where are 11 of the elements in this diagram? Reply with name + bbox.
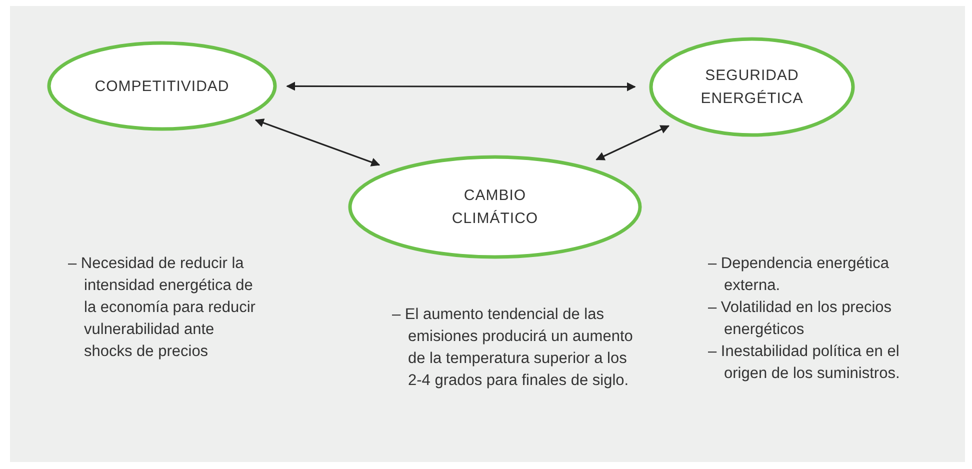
node-label: COMPETITIVIDAD <box>94 76 230 96</box>
bullet-text: – Necesidad de reducir la intensidad energética de la economía para reducir vulnerabilidad ante shocks de precios <box>68 254 256 362</box>
double-arrow <box>254 118 380 166</box>
double-arrow <box>596 125 670 160</box>
node-label: SEGURIDAD ENERGÉTICA <box>700 66 804 109</box>
bullet-text: – Volatilidad en los precios energéticos <box>708 298 893 340</box>
node-label: CAMBIO CLIMÁTICO <box>450 186 540 229</box>
bullet-text: – Inestabilidad política en el origen de los suministros. <box>708 342 901 384</box>
double-arrow <box>286 82 636 92</box>
bullet-text: – El aumento tendencial de las emisiones producirá un aumento de la temperatura superior a los 2-4 grados para finales de siglo. <box>392 305 634 391</box>
bullet-text: – Dependencia energética externa. <box>708 254 890 296</box>
